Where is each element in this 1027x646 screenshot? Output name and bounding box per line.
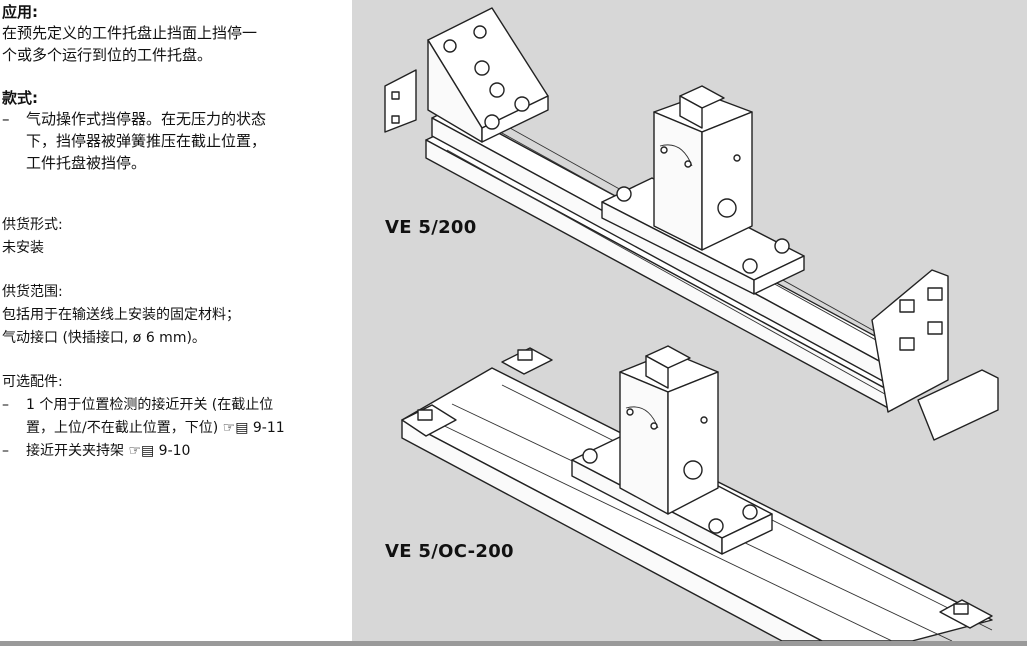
options-list: 1 个用于位置检测的接近开关 (在截止位 置，上位/不在截止位置，下位) ☞▤ …	[2, 394, 352, 463]
delivery-form-value: 未安装	[2, 240, 44, 256]
design-item-line-1: 气动操作式挡停器。在无压力的状态	[26, 110, 267, 128]
design-heading: 款式:	[2, 89, 38, 107]
application-section: 应用: 在预先定义的工件托盘止挡面上挡停一 个或多个运行到位的工件托盘。	[2, 2, 352, 66]
application-line-2: 个或多个运行到位的工件托盘。	[2, 46, 213, 64]
delivery-form-section: 供货形式: 未安装	[2, 214, 352, 260]
design-item: 气动操作式挡停器。在无压力的状态 下，挡停器被弹簧推压在截止位置， 工件托盘被挡…	[2, 108, 352, 174]
scope-heading: 供货范围:	[2, 284, 63, 300]
option-1-line-2: 置，上位/不在截止位置，下位)	[26, 420, 219, 436]
design-list: 气动操作式挡停器。在无压力的状态 下，挡停器被弹簧推压在截止位置， 工件托盘被挡…	[2, 108, 352, 174]
application-line-1: 在预先定义的工件托盘止挡面上挡停一	[2, 24, 258, 42]
stopper-ve5-200-drawing	[384, 7, 999, 441]
page-reference-link[interactable]: ☞▤ 9-11	[222, 420, 285, 436]
design-section: 款式: 气动操作式挡停器。在无压力的状态 下，挡停器被弹簧推压在截止位置， 工件…	[2, 88, 352, 174]
scope-line-1: 包括用于在输送线上安装的固定材料；	[2, 307, 240, 323]
design-item-line-2: 下，挡停器被弹簧推压在截止位置，	[26, 132, 267, 150]
stopper-ve5-oc-200-drawing	[401, 345, 993, 641]
options-heading: 可选配件:	[2, 374, 63, 390]
text-column: 应用: 在预先定义的工件托盘止挡面上挡停一 个或多个运行到位的工件托盘。 款式:…	[0, 0, 352, 646]
scope-section: 供货范围: 包括用于在输送线上安装的固定材料； 气动接口 (快插接口, ø 6 …	[2, 281, 352, 350]
option-1-line-1: 1 个用于位置检测的接近开关 (在截止位	[26, 397, 274, 413]
figure-caption-ve5-200: VE 5/200	[385, 217, 477, 238]
option-item: 1 个用于位置检测的接近开关 (在截止位 置，上位/不在截止位置，下位) ☞▤ …	[2, 394, 352, 440]
delivery-form-heading: 供货形式:	[2, 217, 63, 233]
page-reference-link[interactable]: ☞▤ 9-10	[128, 443, 191, 459]
option-2-line-1: 接近开关夹持架	[26, 443, 124, 459]
bottom-border	[0, 641, 1027, 646]
application-heading: 应用:	[2, 3, 38, 21]
options-section: 可选配件: 1 个用于位置检测的接近开关 (在截止位 置，上位/不在截止位置，下…	[2, 371, 352, 463]
stopper-illustrations	[384, 7, 999, 641]
scope-line-2: 气动接口 (快插接口, ø 6 mm)。	[2, 330, 206, 346]
option-item: 接近开关夹持架 ☞▤ 9-10	[2, 440, 352, 463]
figure-caption-ve5-oc-200: VE 5/OC-200	[385, 541, 514, 562]
design-item-line-3: 工件托盘被挡停。	[26, 154, 147, 172]
